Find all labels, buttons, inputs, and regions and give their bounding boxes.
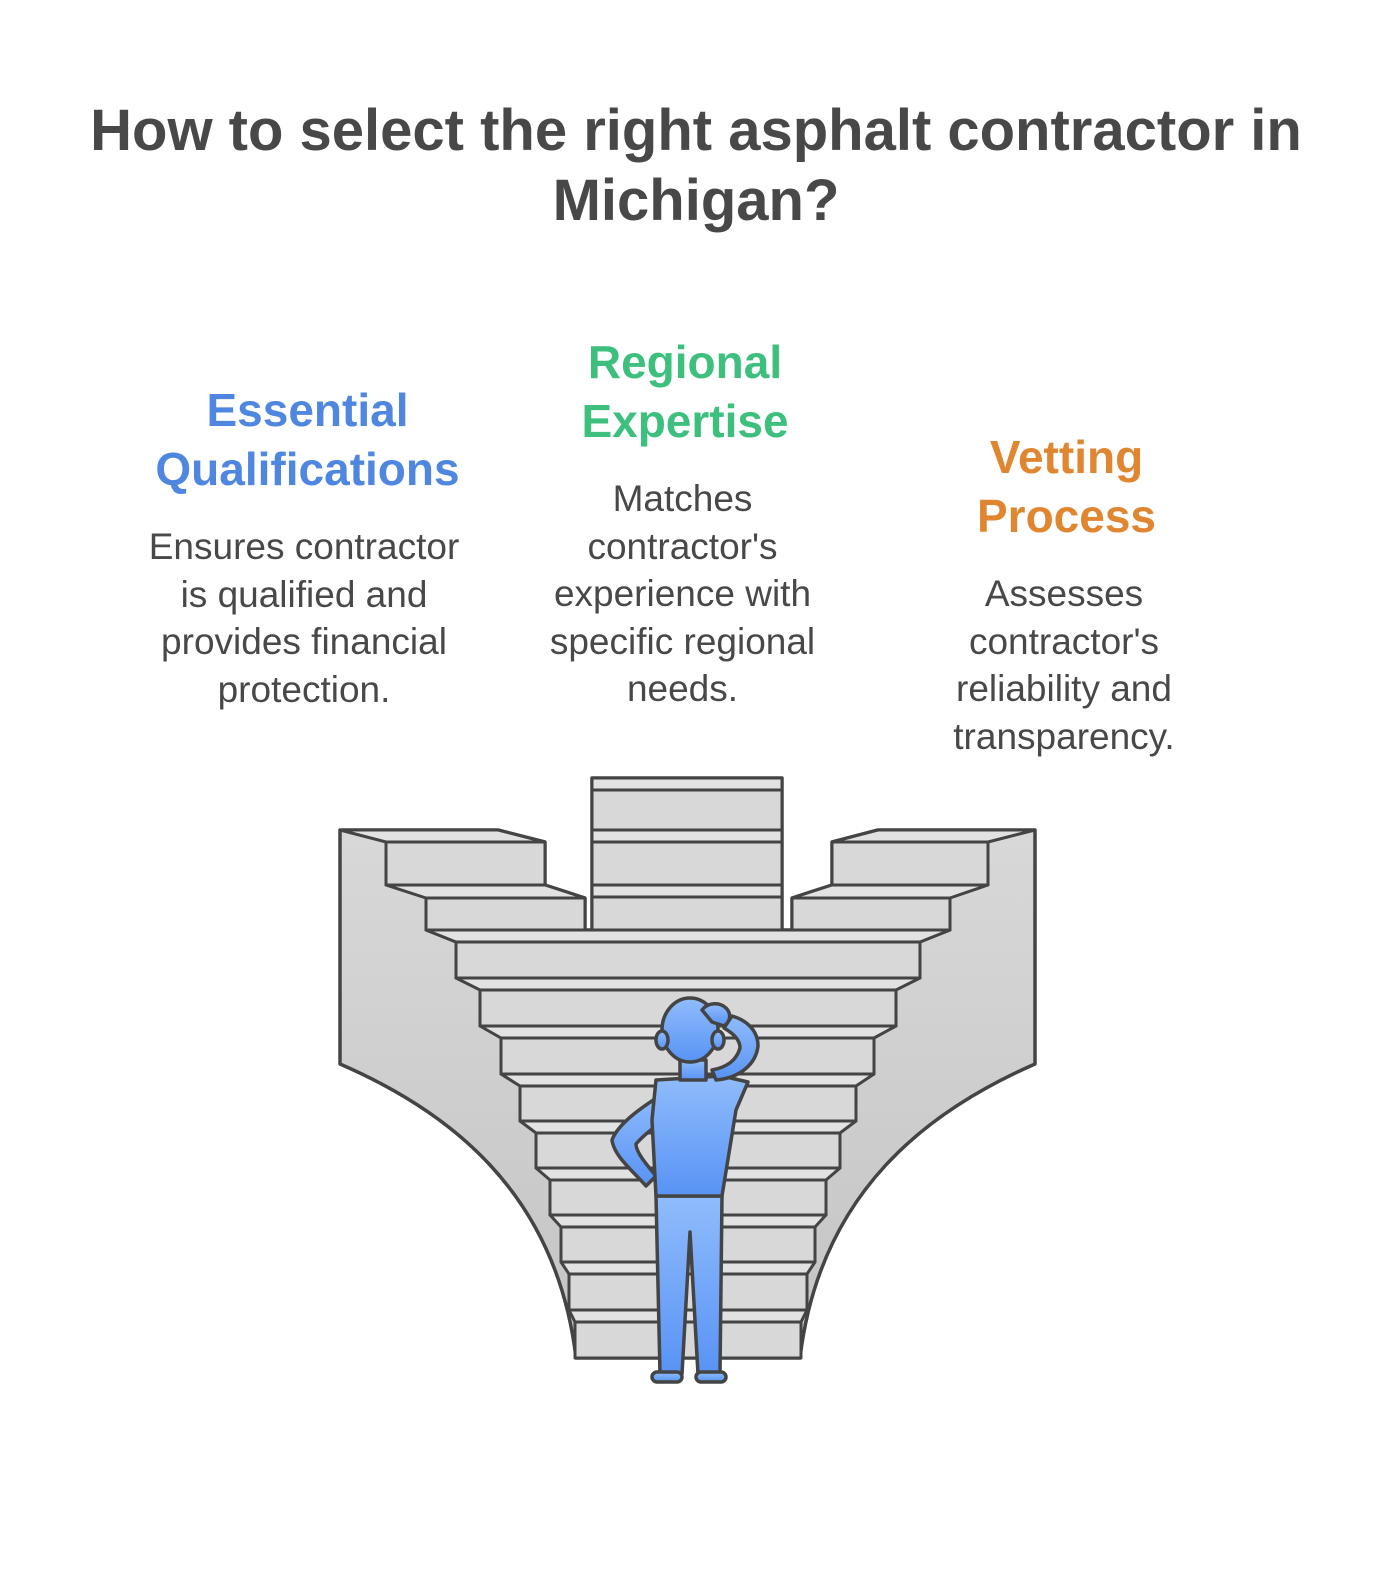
person-left-foot	[650, 1370, 684, 1384]
person-left-ear	[654, 1029, 670, 1051]
right-step-1	[830, 840, 990, 887]
center-step-3	[590, 895, 784, 932]
option-vetting-process-heading: Vetting Process	[976, 431, 1156, 542]
right-step-1-tread	[790, 883, 990, 900]
person-right-ear	[710, 1029, 726, 1051]
person-right-arm	[710, 1014, 760, 1082]
left-step-1	[384, 840, 547, 887]
center-step-2-lip	[590, 883, 784, 899]
option-regional-expertise-heading: Regional Expertise	[581, 336, 789, 447]
person-hand	[700, 1002, 732, 1028]
center-stairs	[590, 776, 784, 932]
center-step-2	[590, 840, 784, 887]
option-essential-qualifications-heading: Essential Qualifications	[155, 384, 460, 495]
option-essential-qualifications-description: Ensures contractor is qualified and prov…	[148, 526, 460, 710]
right-step-2	[790, 896, 952, 932]
diagram-title: How to select the right asphalt contract…	[90, 98, 1302, 233]
person-figure	[610, 996, 760, 1384]
left-step-1-tread	[384, 883, 587, 900]
center-step-top-lip	[590, 776, 784, 792]
center-step-1-lip	[590, 828, 784, 844]
lower-tread-8	[567, 1308, 809, 1324]
lower-step-1	[454, 940, 922, 980]
left-step-2	[424, 896, 587, 932]
option-regional-expertise-description: Matches contractor's experience with spe…	[549, 478, 816, 709]
center-step-1	[590, 788, 784, 832]
lower-tread-1	[454, 976, 922, 992]
person-right-foot	[694, 1370, 728, 1384]
lower-tread-0	[424, 928, 952, 944]
option-vetting-process-description: Assesses contractor's reliability and tr…	[953, 573, 1175, 757]
lower-step-9	[573, 1320, 803, 1360]
